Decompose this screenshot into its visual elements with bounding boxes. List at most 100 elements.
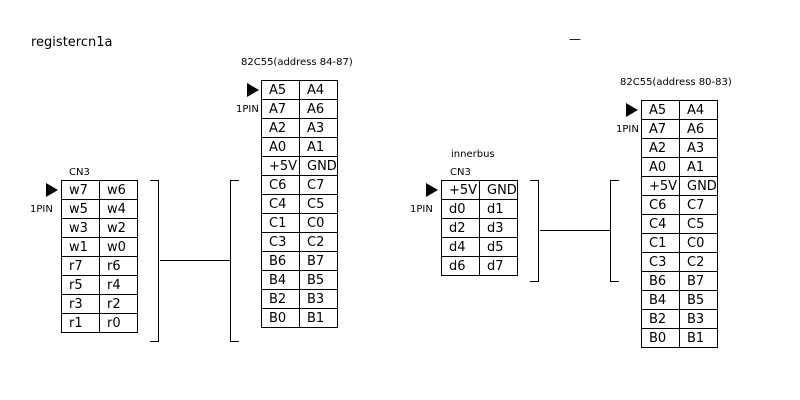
pin-cell: r4 [99, 275, 138, 295]
innerbus-1pin-label: 1PIN [410, 204, 433, 215]
chip-right-1pin-label: 1PIN [616, 124, 639, 135]
pin-cell: B0 [641, 328, 680, 348]
pin-cell: d2 [441, 218, 480, 238]
pin-cell: r3 [61, 294, 100, 314]
pin-cell: A3 [299, 118, 338, 138]
pin-cell: d5 [479, 237, 518, 257]
pin-cell: d0 [441, 199, 480, 219]
pin-cell: C2 [299, 232, 338, 252]
pin-cell: A1 [299, 137, 338, 157]
pin-cell: r7 [61, 256, 100, 276]
pin1-arrow-icon [46, 183, 58, 197]
pin-cell: B6 [261, 251, 300, 271]
pin-cell: C1 [261, 213, 300, 233]
pin-cell: A5 [641, 100, 680, 120]
pin-cell: r1 [61, 313, 100, 333]
chip-right-header: 82C55(address 80-83) [620, 77, 732, 88]
pin-cell: C3 [641, 252, 680, 272]
pin-cell: A2 [261, 118, 300, 138]
pin-cell: B7 [679, 271, 718, 291]
pin-cell: w2 [99, 218, 138, 238]
pin-cell: B5 [299, 270, 338, 290]
innerbus-title: innerbus [451, 149, 495, 160]
pin-cell: C5 [679, 214, 718, 234]
pin-cell: A4 [299, 80, 338, 100]
pin-cell: A1 [679, 157, 718, 177]
pin1-arrow-icon [247, 83, 259, 97]
pin-cell: d6 [441, 256, 480, 276]
pin-cell: B5 [679, 290, 718, 310]
cn3-left-1pin-label: 1PIN [30, 204, 53, 215]
connection-line [160, 260, 230, 261]
pin-cell: C5 [299, 194, 338, 214]
dash-mark: — [569, 32, 581, 46]
chip-left-header: 82C55(address 84-87) [241, 57, 353, 68]
pin-cell: B0 [261, 308, 300, 328]
pin-cell: B2 [261, 289, 300, 309]
chip-left-bracket [230, 180, 239, 342]
cn3-left-header: CN3 [69, 167, 90, 178]
pin-cell: B1 [299, 308, 338, 328]
pin-cell: B2 [641, 309, 680, 329]
pin-cell: GND [679, 176, 718, 196]
pin-cell: +5V [641, 176, 680, 196]
pin-cell: d4 [441, 237, 480, 257]
innerbus-bracket [530, 180, 539, 282]
pin-cell: A0 [641, 157, 680, 177]
chip-right-bracket [610, 180, 619, 282]
pin-cell: d7 [479, 256, 518, 276]
pin-cell: A7 [641, 119, 680, 139]
pin-cell: B3 [299, 289, 338, 309]
pin-cell: B6 [641, 271, 680, 291]
pin-cell: B1 [679, 328, 718, 348]
pin-cell: A6 [679, 119, 718, 139]
pin-cell: C6 [641, 195, 680, 215]
pin1-arrow-icon [426, 183, 438, 197]
pin-cell: w4 [99, 199, 138, 219]
pin1-arrow-icon [626, 103, 638, 117]
pin-cell: C2 [679, 252, 718, 272]
pin-cell: d1 [479, 199, 518, 219]
pin-cell: A0 [261, 137, 300, 157]
pin-cell: B4 [261, 270, 300, 290]
pin-cell: r5 [61, 275, 100, 295]
pin-cell: r2 [99, 294, 138, 314]
pin-cell: A6 [299, 99, 338, 119]
chip-left-1pin-label: 1PIN [236, 104, 259, 115]
pin-cell: w1 [61, 237, 100, 257]
pin-cell: w7 [61, 180, 100, 200]
pin-cell: C3 [261, 232, 300, 252]
pin-cell: B7 [299, 251, 338, 271]
pin-cell: d3 [479, 218, 518, 238]
pin-cell: A3 [679, 138, 718, 158]
pin-cell: w3 [61, 218, 100, 238]
